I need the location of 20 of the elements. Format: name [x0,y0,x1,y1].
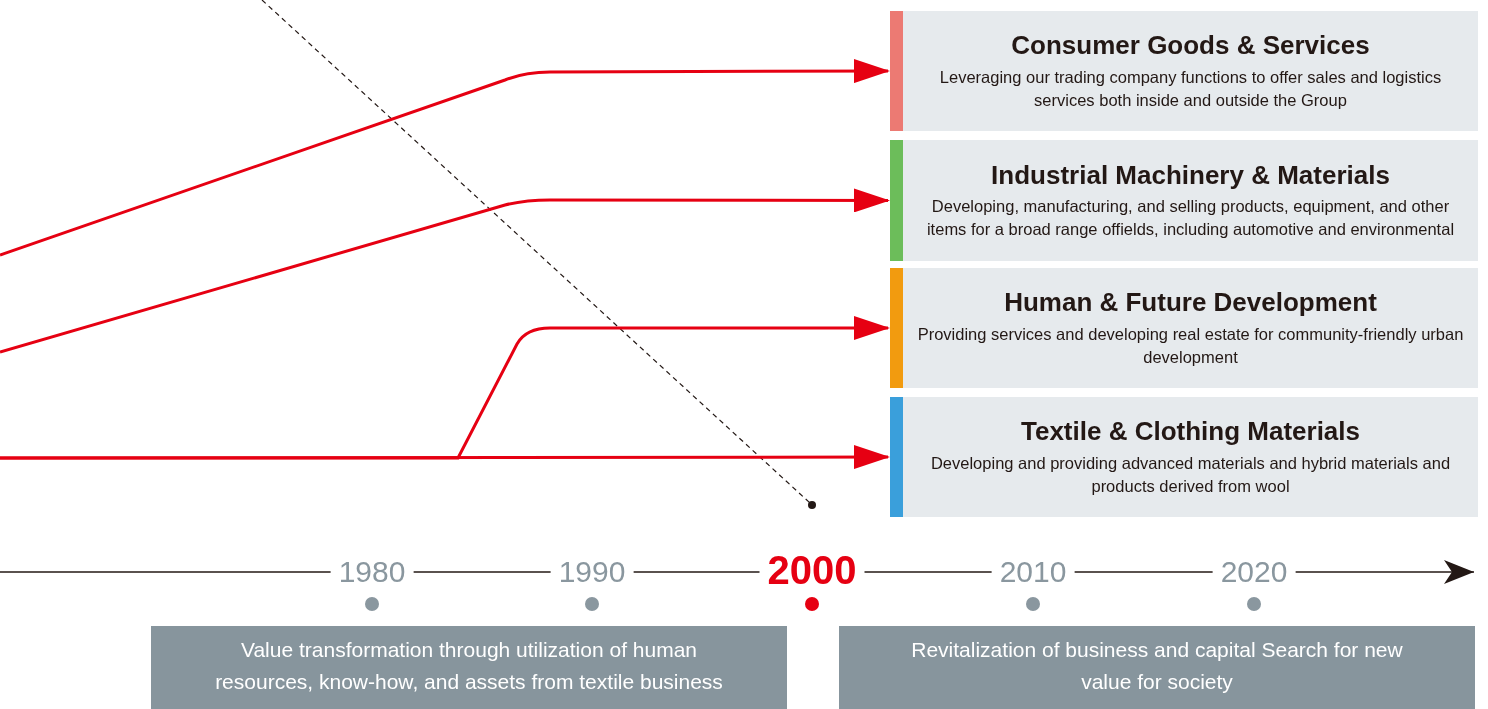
segment-card [890,397,1478,517]
arrow [0,188,890,354]
era-description: Revitalization of business and capital Search for new value for society [910,637,1404,695]
arrow [0,445,890,470]
segment-title: Human & Future Development [1004,287,1377,319]
era-description: Value transformation through utilization of human resources, know-how, and assets from textile business [214,637,724,695]
segment-card [890,268,1478,388]
era-panel [839,626,1475,709]
segment-description: Developing and providing advanced materials and hybrid materials and products derived from wool [929,452,1452,497]
era-panel [151,626,787,709]
segment-card [890,140,1478,261]
segment-description: Leveraging our trading company functions to offer sales and logistics services both inside and outside the Group [938,66,1443,111]
segment-title: Textile & Clothing Materials [1021,416,1360,448]
arrow [0,316,890,460]
segment-card [890,11,1478,131]
segment-title: Consumer Goods & Services [1011,30,1370,62]
segment-title: Industrial Machinery & Materials [991,159,1390,191]
segment-description: Developing, manufacturing, and selling products, equipment, and other items for a broad range offields, including automotive and environmental [925,196,1456,241]
segment-description: Providing services and developing real estate for community-friendly urban development [916,323,1465,368]
arrow [0,59,890,257]
